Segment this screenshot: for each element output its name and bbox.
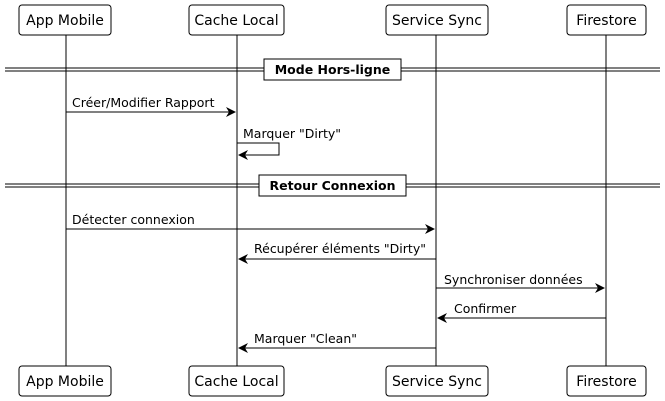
message-fetch-dirty-items: Récupérer éléments "Dirty" xyxy=(238,241,436,264)
message-label: Créer/Modifier Rapport xyxy=(72,95,215,110)
message-label: Détecter connexion xyxy=(72,212,195,227)
participant-label: Service Sync xyxy=(392,13,482,29)
message-label: Confirmer xyxy=(454,301,517,316)
message-create-modify-report: Créer/Modifier Rapport xyxy=(66,95,236,117)
participant-firestore-top: Firestore xyxy=(566,4,647,36)
participant-label: App Mobile xyxy=(26,374,104,390)
message-mark-clean: Marquer "Clean" xyxy=(238,331,436,353)
participant-label: Firestore xyxy=(576,374,636,390)
participant-cache-top: Cache Local xyxy=(188,4,285,36)
section-label: Retour Connexion xyxy=(270,178,396,193)
participant-label: Firestore xyxy=(576,13,636,29)
participant-app-top: App Mobile xyxy=(18,4,112,36)
message-label: Marquer "Clean" xyxy=(254,331,357,346)
participant-label: Service Sync xyxy=(392,374,482,390)
message-sync-data: Synchroniser données xyxy=(436,272,605,293)
participant-label: Cache Local xyxy=(194,13,278,29)
message-confirm: Confirmer xyxy=(437,301,606,323)
participant-sync-bottom: Service Sync xyxy=(385,365,489,397)
participant-sync-top: Service Sync xyxy=(385,4,489,36)
message-label: Marquer "Dirty" xyxy=(243,126,341,141)
message-mark-dirty: Marquer "Dirty" xyxy=(237,126,341,160)
message-label: Synchroniser données xyxy=(444,272,583,287)
participant-cache-bottom: Cache Local xyxy=(188,365,285,397)
participant-firestore-bottom: Firestore xyxy=(566,365,647,397)
section-label: Mode Hors-ligne xyxy=(275,62,391,77)
message-detect-connection: Détecter connexion xyxy=(66,212,435,234)
message-label: Récupérer éléments "Dirty" xyxy=(254,241,426,256)
participant-label: Cache Local xyxy=(194,374,278,390)
section-divider-reconnect: Retour Connexion xyxy=(5,174,660,197)
participant-label: App Mobile xyxy=(26,13,104,29)
participant-app-bottom: App Mobile xyxy=(18,365,112,397)
section-divider-offline: Mode Hors-ligne xyxy=(5,58,660,81)
